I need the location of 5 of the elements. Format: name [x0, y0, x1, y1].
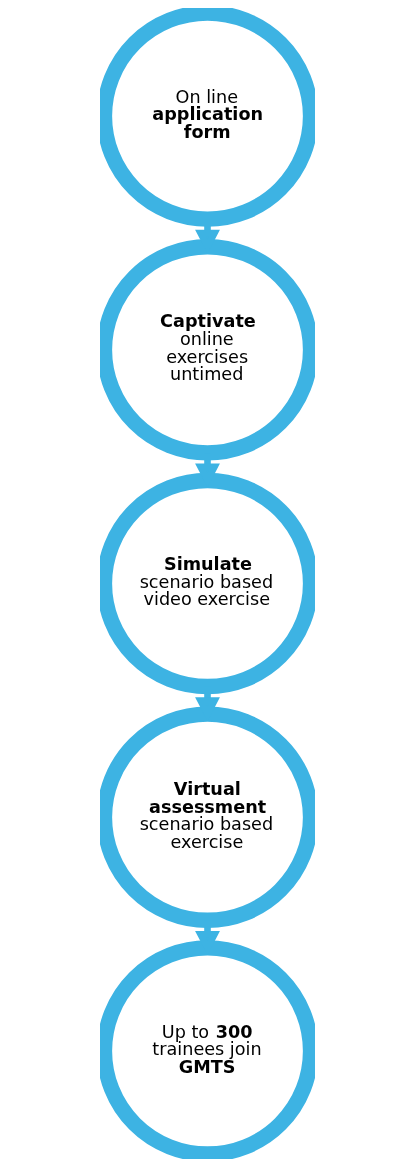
node-circle: Virtual assessment scenario based exercise: [99, 706, 315, 929]
node-circle: Up to 300 trainees join GMTS: [99, 940, 315, 1159]
node-circle: On line application form: [99, 8, 315, 227]
node-circle: Simulate scenario based video exercise: [99, 472, 315, 695]
node-circle: Captivate online exercises untimed: [99, 238, 315, 461]
